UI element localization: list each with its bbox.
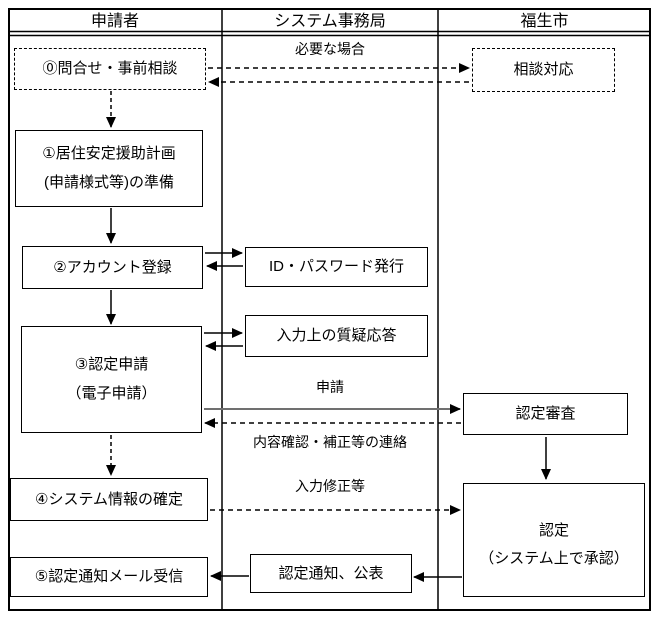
box-approve-line1: 認定 (538, 521, 569, 539)
box-apply-line2: （電子申請） (66, 384, 157, 402)
label-application: 申請 (316, 379, 344, 395)
box-id-password-issue: ID・パスワード発行 (245, 247, 428, 287)
box-certification-review: 認定審査 (463, 393, 628, 435)
header-fussa-city: 福生市 (520, 13, 569, 30)
box-certification-notice: 認定通知、公表 (250, 554, 412, 593)
header-system-office: システム事務局 (274, 13, 386, 30)
box-apply-line1: ③認定申請 (74, 356, 149, 373)
box-consultation-response: 相談対応 (472, 48, 615, 92)
label-if-needed: 必要な場合 (295, 41, 365, 57)
box-plan-preparation: ①居住安定援助計画 (申請様式等)の準備 (15, 130, 203, 207)
box-notification-mail-receipt: ⑤認定通知メール受信 (10, 557, 208, 597)
box-approve-line2: （システム上で承認） (479, 550, 629, 567)
label-content-check: 内容確認・補正等の連絡 (253, 434, 407, 450)
box-inquiry-consultation: ⓪問合せ・事前相談 (14, 48, 206, 90)
box-system-info-confirmation: ④システム情報の確定 (10, 478, 208, 521)
box-input-qa: 入力上の質疑応答 (245, 315, 428, 357)
box-certification-application: ③認定申請 （電子申請） (21, 326, 202, 433)
box-account-registration: ②アカウント登録 (22, 246, 203, 289)
label-input-fix: 入力修正等 (295, 478, 365, 494)
box-certification-approval: 認定 （システム上で承認） (463, 483, 645, 597)
box-plan-line1: ①居住安定援助計画 (42, 145, 176, 162)
header-applicant: 申請者 (90, 13, 139, 30)
box-plan-line2: (申請様式等)の準備 (44, 173, 174, 191)
